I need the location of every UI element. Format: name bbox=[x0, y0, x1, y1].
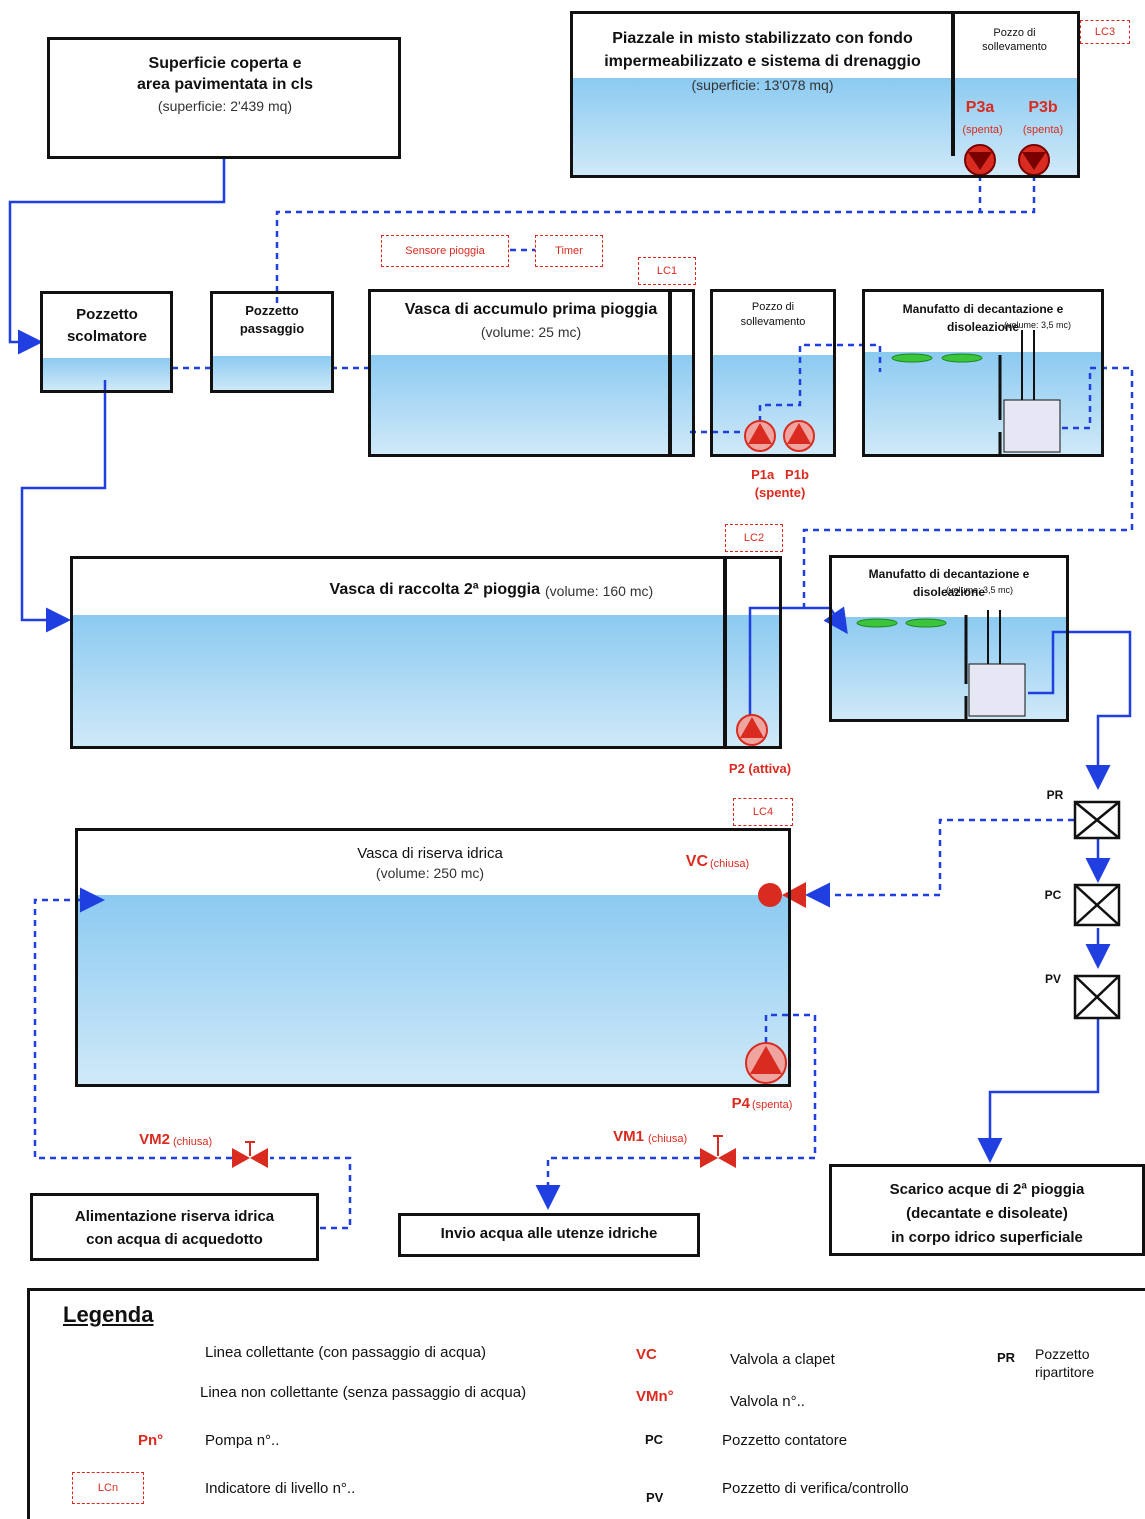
vc-state: (chiusa) bbox=[710, 858, 750, 870]
manual-valve-icon[interactable] bbox=[232, 1141, 268, 1168]
pump-icon[interactable] bbox=[964, 144, 996, 176]
vm1-state: (chiusa) bbox=[648, 1133, 688, 1145]
superficie-title: Superficie coperta e area pavimentata in… bbox=[136, 55, 314, 93]
legend-vm-symbol: VMn° bbox=[636, 1388, 674, 1405]
seconda-pioggia-sub: (volume: 160 mc) bbox=[545, 583, 654, 599]
timer[interactable]: Timer bbox=[535, 235, 603, 267]
rain-sensor[interactable]: Sensore pioggia bbox=[381, 235, 509, 267]
water-manufatto1 bbox=[865, 352, 1101, 454]
level-indicator-lc2[interactable]: LC2 bbox=[725, 524, 783, 552]
pozzo-mid-title: Pozzo di sollevamento bbox=[740, 301, 806, 328]
box-superficie[interactable] bbox=[47, 37, 401, 159]
p2-label: P2 (attiva) bbox=[728, 761, 792, 776]
vm2-label: VM2 bbox=[139, 1131, 170, 1148]
pv-label: PV bbox=[1044, 972, 1061, 986]
box-pozzetto-passaggio[interactable] bbox=[210, 291, 334, 393]
pozzetto-ripartitore-icon[interactable] bbox=[1073, 800, 1121, 840]
box-scarico[interactable] bbox=[829, 1164, 1145, 1256]
p4-state: (spenta) bbox=[752, 1099, 793, 1111]
pump-icon[interactable] bbox=[744, 420, 776, 452]
pozzo-top-title: Pozzo di sollevamento bbox=[982, 27, 1047, 53]
piazzale-title: Piazzale in misto stabilizzato con fondo… bbox=[604, 30, 921, 70]
level-indicator-lc4[interactable]: LC4 bbox=[733, 798, 793, 826]
legend-pump: Pompa n°.. bbox=[205, 1432, 280, 1449]
legend-line-coll: Linea collettante (con passaggio di acqu… bbox=[205, 1344, 487, 1361]
alimentazione-title: Alimentazione riserva idrica con acqua d… bbox=[74, 1208, 275, 1248]
legend-pv: Pozzetto di verifica/controllo bbox=[722, 1480, 909, 1497]
legend-vc: Valvola a clapet bbox=[730, 1351, 835, 1368]
legend-vm: Valvola n°.. bbox=[730, 1393, 805, 1410]
water-manufatto2 bbox=[832, 617, 1066, 719]
box-pozzetto-scolmatore[interactable] bbox=[40, 291, 173, 393]
seconda-pioggia-title: Vasca di raccolta 2ª pioggia bbox=[329, 581, 540, 598]
p4-label: P4 bbox=[731, 1095, 750, 1112]
water-scolmatore bbox=[43, 358, 171, 390]
legend-title: Legenda bbox=[63, 1302, 154, 1327]
prima-pioggia-title: Vasca di accumulo prima pioggia bbox=[404, 301, 658, 318]
vc-label: VC bbox=[685, 853, 708, 870]
legend-box bbox=[27, 1288, 1145, 1519]
pozzetto-verifica-icon[interactable] bbox=[1073, 974, 1121, 1020]
legend-pr: Pozzetto ripartitore bbox=[1035, 1346, 1095, 1380]
pc-label: PC bbox=[1044, 888, 1062, 902]
p3a-state: (spenta) bbox=[962, 124, 1003, 136]
box-vasca-riserva[interactable] bbox=[75, 828, 791, 1087]
piazzale-sub: (superficie: 13'078 mq) bbox=[691, 77, 834, 93]
legend-pc-symbol: PC bbox=[645, 1432, 664, 1447]
legend-lc-symbol: LCn bbox=[72, 1472, 144, 1504]
p3b-state: (spenta) bbox=[1022, 124, 1064, 136]
water-riserva bbox=[78, 895, 788, 1084]
legend-lc: Indicatore di livello n°.. bbox=[205, 1480, 356, 1497]
box-vasca-prima-pioggia[interactable] bbox=[368, 289, 695, 457]
collecting-lines bbox=[8, 158, 1132, 1163]
clapet-valve-icon[interactable] bbox=[758, 882, 806, 908]
scarico-title: Scarico acque di 2ª pioggia (decantate e… bbox=[889, 1181, 1085, 1246]
manual-valve-icon[interactable] bbox=[700, 1135, 736, 1168]
legend-pc: Pozzetto contatore bbox=[722, 1432, 848, 1449]
level-indicator-lc3[interactable]: LC3 bbox=[1080, 20, 1130, 44]
p1-state: (spente) bbox=[754, 485, 806, 500]
manufatto2-sub: (volume: 3,5 mc) bbox=[946, 585, 1014, 595]
p3b-label: P3b bbox=[1028, 99, 1058, 116]
manufatto2-title: Manufatto di decantazione e disoleazione bbox=[868, 567, 1030, 599]
p1-label: P1a P1b bbox=[751, 467, 809, 482]
vm2-state: (chiusa) bbox=[173, 1136, 213, 1148]
prima-pioggia-sub: (volume: 25 mc) bbox=[480, 324, 582, 340]
invio-title: Invio acqua alle utenze idriche bbox=[440, 1225, 658, 1242]
manufatto1-sub: (volume: 3,5 mc) bbox=[1004, 320, 1072, 330]
level-indicator-lc1[interactable]: LC1 bbox=[638, 257, 696, 285]
p3a-label: P3a bbox=[965, 99, 995, 116]
passaggio-title: Pozzetto passaggio bbox=[239, 303, 305, 336]
water-prima-pioggia bbox=[371, 355, 692, 454]
pump-icon[interactable] bbox=[736, 714, 768, 746]
box-pozzo-sollevamento[interactable] bbox=[710, 289, 836, 457]
box-manufatto-1[interactable] bbox=[862, 289, 1104, 457]
pump-icon[interactable] bbox=[745, 1042, 787, 1084]
pr-label: PR bbox=[1046, 788, 1064, 802]
pozzetto-contatore-icon[interactable] bbox=[1073, 883, 1121, 927]
water-seconda-pioggia bbox=[73, 615, 779, 746]
vm1-label: VM1 bbox=[613, 1128, 644, 1145]
superficie-sub: (superficie: 2'439 mq) bbox=[157, 98, 293, 114]
box-invio-acqua[interactable] bbox=[398, 1213, 700, 1257]
legend-line-noncoll: Linea non collettante (senza passaggio d… bbox=[200, 1384, 527, 1401]
box-vasca-seconda-pioggia[interactable] bbox=[70, 556, 782, 749]
legend-pump-symbol: Pn° bbox=[138, 1432, 164, 1449]
water-passaggio bbox=[213, 356, 331, 391]
manufatto1-title: Manufatto di decantazione e disoleazione bbox=[902, 302, 1064, 334]
box-alimentazione[interactable] bbox=[30, 1193, 319, 1261]
riserva-title: Vasca di riserva idrica bbox=[357, 845, 503, 862]
pump-icon[interactable] bbox=[783, 420, 815, 452]
pump-icon[interactable] bbox=[1018, 144, 1050, 176]
legend-pv-symbol: PV bbox=[646, 1490, 664, 1505]
riserva-sub: (volume: 250 mc) bbox=[375, 865, 485, 881]
scolmatore-title: Pozzetto scolmatore bbox=[66, 306, 148, 345]
box-piazzale[interactable] bbox=[570, 11, 1080, 178]
legend-pr-symbol: PR bbox=[997, 1350, 1016, 1365]
box-manufatto-2[interactable] bbox=[829, 555, 1069, 722]
legend-vc-symbol: VC bbox=[636, 1346, 657, 1363]
